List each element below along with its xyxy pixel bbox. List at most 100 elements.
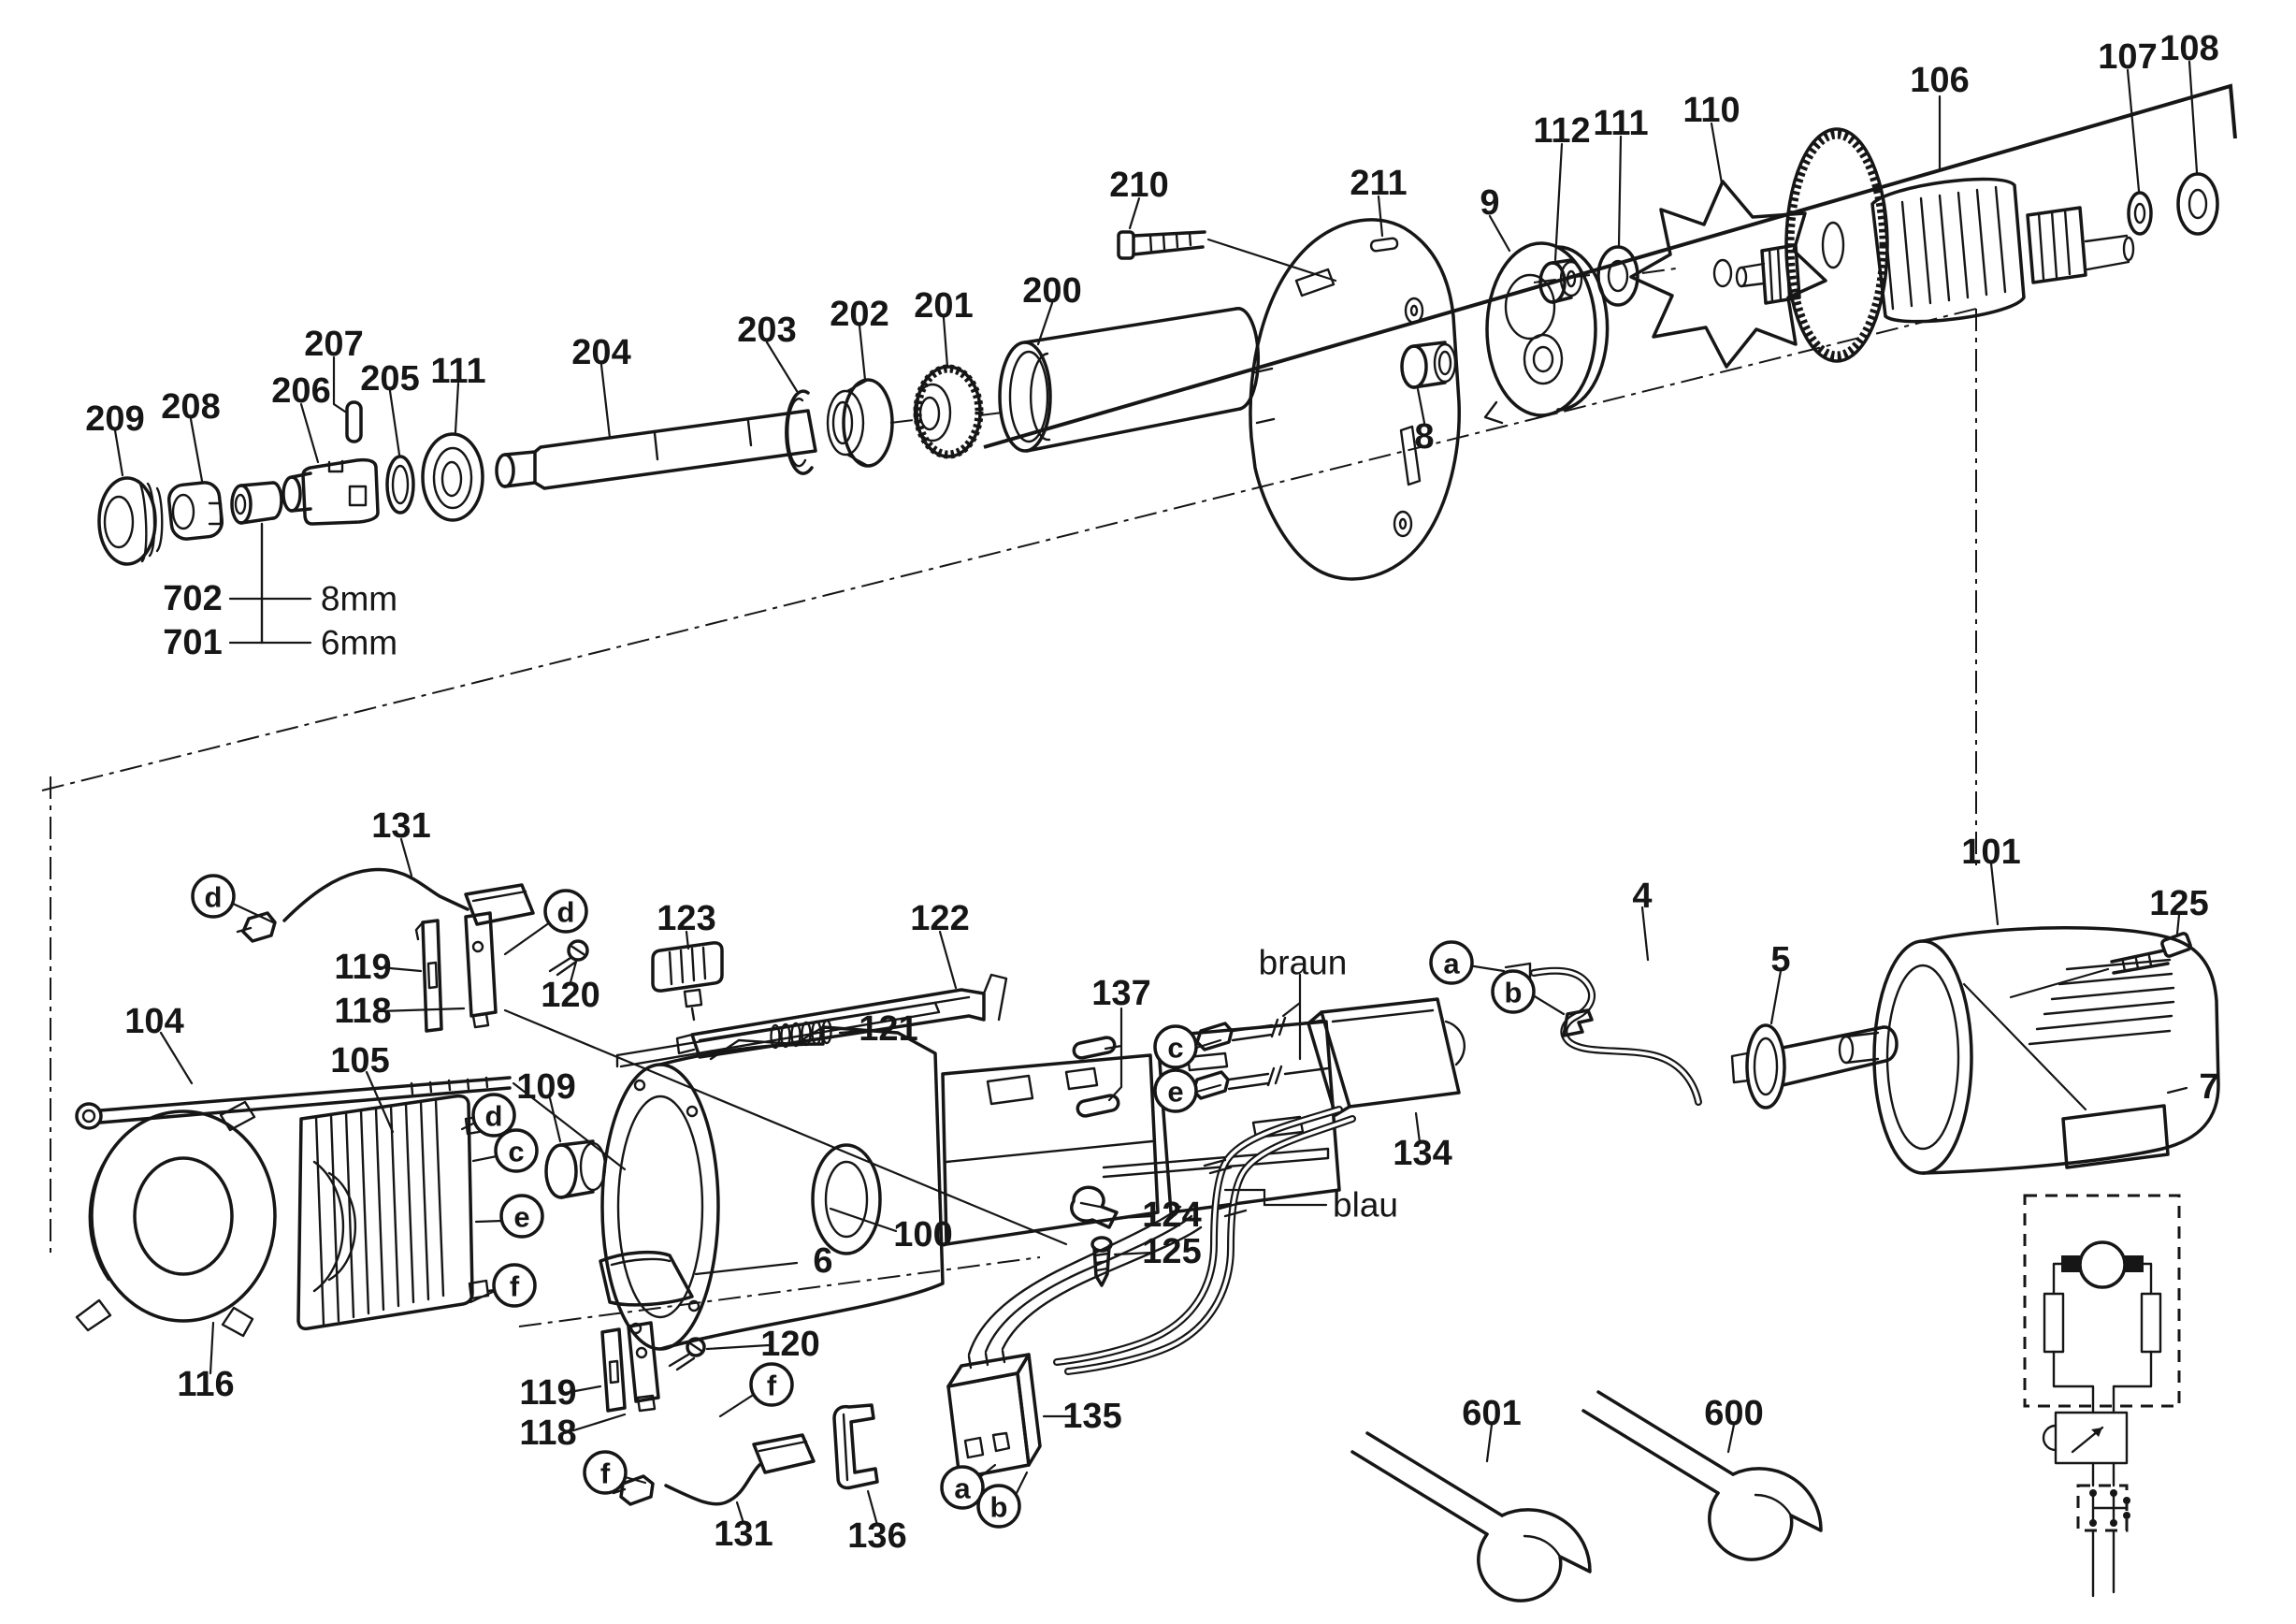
construction-lines [41,268,1977,1327]
letter-callout-e-1: e [1153,1068,1198,1113]
wrench-601 [1350,1431,1592,1602]
schematic-field-coil-right [2140,1292,2162,1354]
part-120-screw-bottom [668,1337,706,1371]
part-111-bearing-right [1596,245,1639,307]
part-123-switch-knob [651,941,724,1022]
word-label-blau: blau [1333,1186,1398,1225]
part-label-110: 110 [1682,91,1740,130]
cables-134-to-135 [1053,1106,1356,1375]
part-label-134: 134 [1393,1134,1451,1173]
part-204-spindle-shaft [495,409,817,490]
part-203-snap-ring [785,389,814,475]
part-118-brush-holder-bottom [627,1321,660,1413]
part-108-bearing [2176,172,2219,236]
part-label-122: 122 [910,899,969,938]
part-124-cable-clip [1070,1185,1119,1229]
leaders-top [113,60,2199,483]
part-label-6: 6 [813,1241,832,1281]
part-label-210: 210 [1109,166,1168,205]
part-label-120-bottom: 120 [760,1325,819,1364]
letter-callout-c-1: c [1153,1024,1198,1069]
part-119-brush-holder-bottom [600,1327,627,1413]
callout-circle-b-1 [1491,969,1536,1014]
part-label-209: 209 [85,399,144,439]
part-136-brush-cap [832,1403,879,1490]
part-105-field-stator [296,1094,503,1331]
part-8-bushing [1400,341,1457,389]
callout-circle-b-2 [976,1484,1021,1529]
part-label-108: 108 [2159,29,2218,68]
letter-callout-f-3: f [583,1450,628,1495]
part-label-123: 123 [657,899,715,938]
wrench-600 [1581,1390,1823,1561]
callout-circle-c-1 [1153,1024,1198,1069]
callout-letter-e-1: e [1167,1076,1183,1109]
part-7-label-plate [2061,1104,2170,1169]
schematic-field-coil-left [2043,1292,2065,1354]
part-label-5: 5 [1770,940,1790,979]
wires-135-bundle [967,1205,1203,1356]
leader-brush-plate-position [503,1008,1068,1246]
part-label-131-top: 131 [371,806,430,846]
part-label-203: 203 [737,311,796,350]
part-label-206: 206 [271,371,330,411]
part-label-125-left: 125 [1142,1232,1201,1271]
callout-letter-e-2: e [513,1201,529,1234]
motor-assembly [75,867,2220,1602]
part-label-131-bottom: 131 [714,1515,773,1554]
part-109-bushing [544,1139,607,1199]
part-111-bearing-left [421,432,484,522]
part-label-105: 105 [330,1041,389,1080]
part-label-601: 601 [1462,1394,1521,1433]
part-label-125-right: 125 [2149,884,2208,923]
part-gear-housing [1249,218,1461,581]
part-label-106: 106 [1910,61,1969,100]
part-209-clamping-nut [97,476,164,566]
part-6-cover-plate [599,1250,694,1307]
letter-callout-e-2: e [499,1194,544,1239]
callout-letter-c-2: c [508,1136,524,1168]
part-211-pin [1369,237,1399,253]
bracket-106 [983,83,2237,449]
part-107-washer [2127,191,2153,236]
callout-circle-a-2 [940,1465,985,1510]
part-5-lock-pin [1730,1023,1899,1109]
callout-letter-b-2: b [990,1491,1008,1524]
part-label-101: 101 [1961,833,2020,872]
schematic-controller [2054,1411,2129,1465]
letter-callout-f-1: f [492,1263,537,1308]
part-100-motor-housing [600,1020,1341,1351]
part-label-204: 204 [571,333,630,372]
part-9-bearing-flange [1483,241,1610,425]
letter-callout-a-1: a [1429,940,1474,985]
part-label-120-top: 120 [541,976,599,1015]
part-label-208: 208 [161,387,220,427]
part-201-gear [913,364,984,459]
schematic-brush-right [2125,1255,2144,1272]
part-label-205: 205 [360,359,419,399]
part-label-201: 201 [914,286,973,326]
letter-callout-f-2: f [749,1362,794,1407]
part-label-207: 207 [304,325,363,364]
letter-callout-d-1: d [191,874,236,919]
part-125-screw-right [2009,932,2192,999]
part-label-124: 124 [1142,1196,1201,1235]
wiring-schematic-inset [2023,1194,2181,1598]
part-label-116: 116 [177,1365,234,1404]
part-label-107: 107 [2098,37,2157,77]
schematic-brush-left [2061,1255,2080,1272]
part-134-speed-controller [1307,997,1466,1117]
part-label-137: 137 [1091,974,1150,1013]
part-label-136: 136 [847,1516,906,1556]
part-label-104: 104 [124,1002,183,1041]
callout-letter-a-2: a [954,1472,971,1505]
callout-circle-d-1 [191,874,236,919]
part-label-9: 9 [1480,183,1499,223]
part-label-118-top: 118 [334,992,391,1031]
callout-letter-d-3: d [485,1100,503,1133]
letter-callout-c-2: c [494,1128,539,1173]
part-label-111-right: 111 [1593,104,1648,143]
part-134-terminal-wires [1191,1016,1330,1100]
part-label-109: 109 [516,1067,575,1107]
callout-circle-d-2 [543,889,588,934]
